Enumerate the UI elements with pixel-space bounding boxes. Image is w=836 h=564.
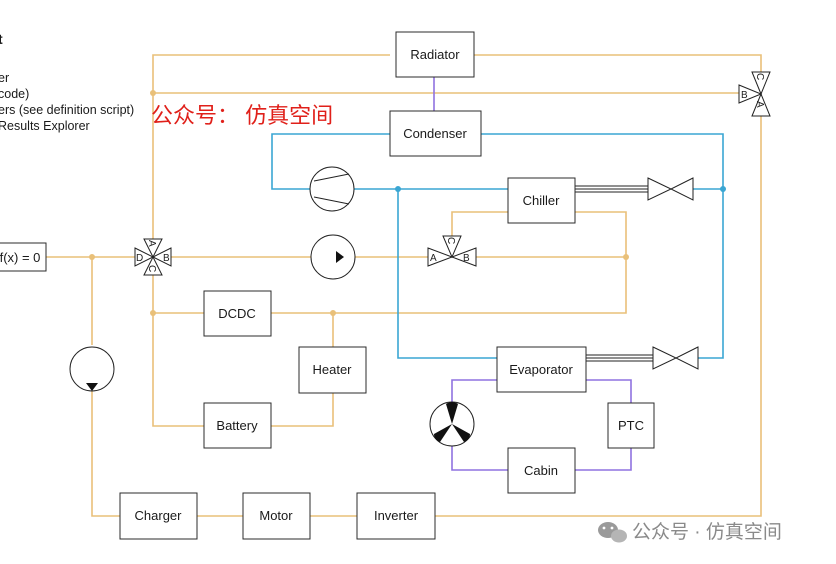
motor-label: Motor xyxy=(259,508,293,523)
wechat-icon xyxy=(598,522,627,543)
note-line-1: er xyxy=(0,71,9,85)
battery-block[interactable]: Battery xyxy=(203,402,272,449)
junction-dot xyxy=(720,186,726,192)
three-way-valve[interactable]: A B C xyxy=(427,235,477,267)
cabin-air-loop xyxy=(451,379,632,471)
pump-icon[interactable] xyxy=(310,234,356,280)
chiller-block[interactable]: Chiller xyxy=(507,177,576,224)
compressor-icon[interactable] xyxy=(309,166,355,212)
watermark-overlay: 公众号： 仿真空间 xyxy=(151,103,333,128)
four-way-valve[interactable]: D B A C xyxy=(134,238,172,276)
junction-dot xyxy=(623,254,629,260)
junction-dot xyxy=(150,90,156,96)
radiator-block[interactable]: Radiator xyxy=(395,31,475,78)
three-way-valve[interactable]: B C A xyxy=(738,71,771,117)
coolant-loop xyxy=(46,54,762,517)
cabin-block[interactable]: Cabin xyxy=(507,447,576,494)
note-line-3: ers (see definition script) xyxy=(0,103,134,117)
dcdc-label: DCDC xyxy=(218,306,256,321)
inverter-label: Inverter xyxy=(374,508,419,523)
pump-icon[interactable] xyxy=(69,346,115,392)
motor-block[interactable]: Motor xyxy=(242,492,311,540)
charger-label: Charger xyxy=(135,508,183,523)
valve-port-a: A xyxy=(430,253,437,264)
fx-solver-label: f(x) = 0 xyxy=(0,250,40,265)
valve-port-c: C xyxy=(445,237,456,244)
valve-port-b: B xyxy=(463,253,470,264)
refrigerant-loop xyxy=(271,133,724,362)
charger-block[interactable]: Charger xyxy=(119,492,198,540)
cabin-label: Cabin xyxy=(524,463,558,478)
evaporator-label: Evaporator xyxy=(509,362,573,377)
heater-label: Heater xyxy=(312,362,352,377)
ptc-block[interactable]: PTC xyxy=(607,402,655,449)
fx-solver-block[interactable]: f(x) = 0 xyxy=(0,242,47,272)
valve-port-d: D xyxy=(136,253,143,264)
valve-port-c: C xyxy=(146,265,157,272)
valve-port-a: A xyxy=(146,240,157,247)
valve-port-c: C xyxy=(754,73,765,80)
heater-block[interactable]: Heater xyxy=(298,346,367,394)
condenser-label: Condenser xyxy=(403,126,467,141)
dcdc-block[interactable]: DCDC xyxy=(203,290,272,337)
expansion-valve-icon[interactable] xyxy=(647,177,694,201)
title-fragment: t xyxy=(0,31,3,47)
note-line-4: Results Explorer xyxy=(0,119,90,133)
valve-port-b: B xyxy=(741,90,748,101)
valve-port-b: B xyxy=(163,253,170,264)
radiator-label: Radiator xyxy=(410,47,460,62)
fan-icon[interactable] xyxy=(429,401,475,447)
junction-dot xyxy=(89,254,95,260)
chiller-label: Chiller xyxy=(523,193,561,208)
condenser-block[interactable]: Condenser xyxy=(389,110,482,157)
inverter-block[interactable]: Inverter xyxy=(356,492,436,540)
evaporator-block[interactable]: Evaporator xyxy=(496,346,587,393)
valve-port-a: A xyxy=(754,101,765,108)
junction-dot xyxy=(330,310,336,316)
note-line-2: code) xyxy=(0,87,29,101)
expansion-valve-icon[interactable] xyxy=(652,346,699,370)
watermark-corner: 公众号 · 仿真空间 xyxy=(632,521,782,543)
junction-dot xyxy=(395,186,401,192)
ptc-label: PTC xyxy=(618,418,644,433)
junction-dot xyxy=(150,310,156,316)
battery-label: Battery xyxy=(216,418,258,433)
